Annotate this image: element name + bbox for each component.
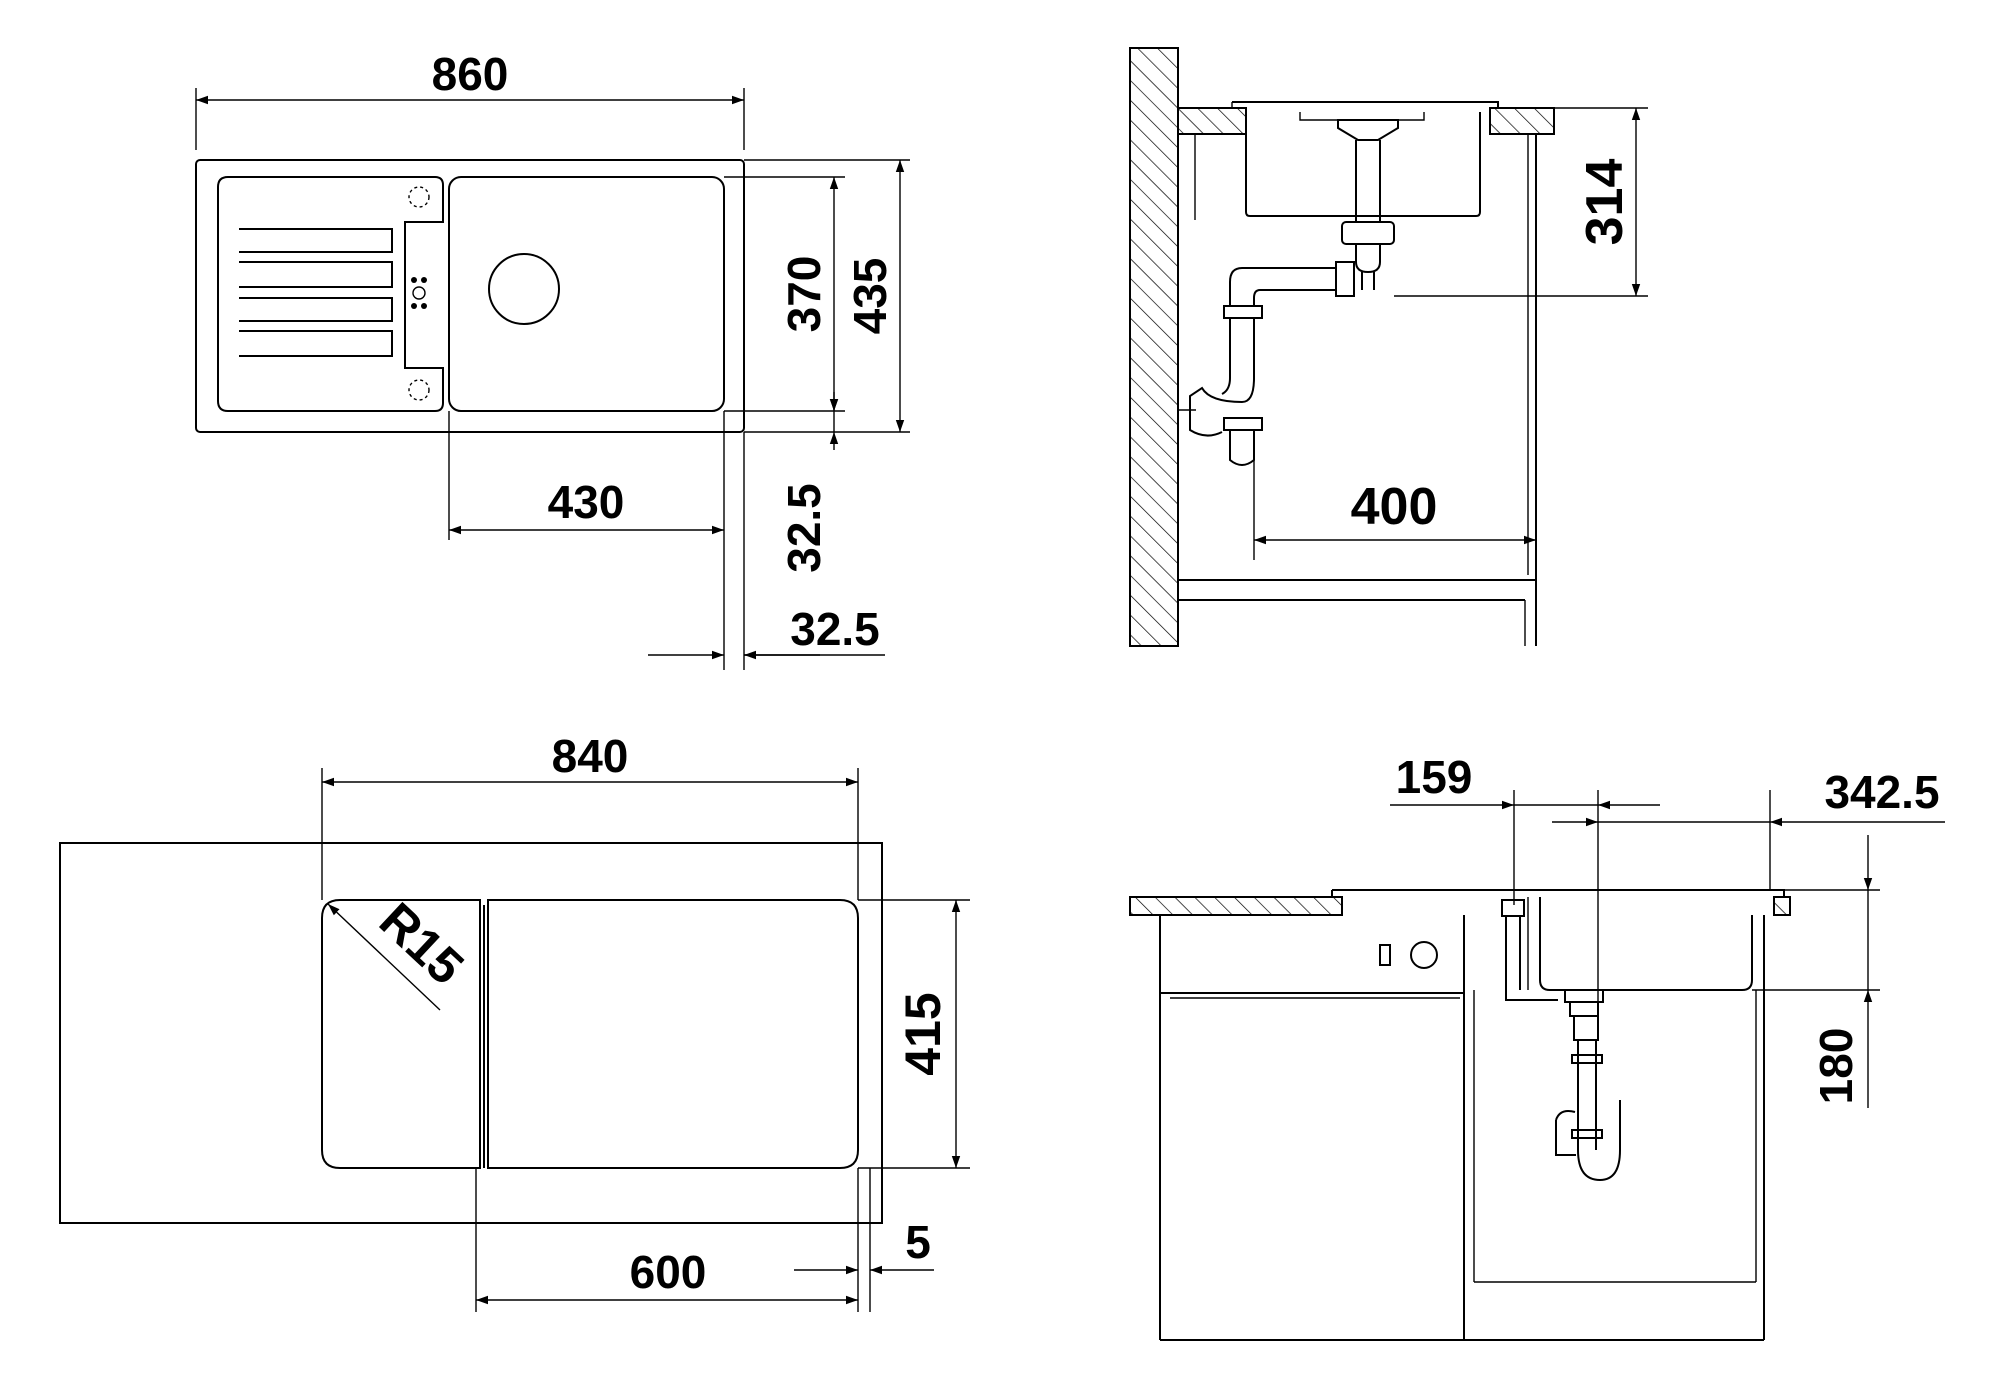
tap-hole-icon (408, 186, 430, 208)
countertop-right (1489, 107, 1555, 135)
side-view: 314 400 (1129, 47, 1648, 647)
front-view: 159 342.5 180 (1129, 751, 1945, 1341)
top-view: 860 370 435 430 32.5 32.5 (195, 48, 910, 670)
countertop-outline (59, 842, 883, 1224)
drainer-area (217, 176, 444, 412)
wall-hatch (1129, 47, 1179, 647)
dim-600-label: 600 (630, 1246, 707, 1298)
dim-860-label: 860 (432, 48, 509, 100)
tap-hole-icon (408, 379, 430, 401)
bowl-outline (448, 176, 725, 412)
countertop-left (1129, 896, 1343, 916)
dim-314-label: 314 (1576, 159, 1634, 246)
dim-32-5-vertical-label: 32.5 (778, 483, 830, 573)
countertop-right (1773, 896, 1791, 916)
sink-bowl (1539, 897, 1753, 991)
dim-400-label: 400 (1351, 478, 1438, 536)
dim-430-label: 430 (548, 476, 625, 528)
cutout-shape (321, 899, 481, 1169)
cutout-bowl (487, 899, 859, 1169)
dim-159-label: 159 (1396, 751, 1473, 803)
drainer-ribs (239, 228, 393, 357)
dim-415-label: 415 (895, 992, 951, 1075)
dim-435-label: 435 (844, 258, 896, 335)
overflow-icon (411, 277, 427, 309)
dim-180-label: 180 (1810, 1028, 1862, 1105)
dim-370-label: 370 (778, 256, 830, 333)
drain-pipe-assembly (1178, 119, 1399, 466)
appliance-controls-icon (1379, 941, 1438, 969)
sink-bowl (1245, 112, 1481, 217)
dim-840-label: 840 (552, 730, 629, 782)
drain-circle (488, 253, 560, 325)
cutout-view: 840 R15 415 600 5 (59, 730, 970, 1312)
dim-5-label: 5 (905, 1216, 931, 1268)
dim-r15-label: R15 (369, 892, 474, 996)
dim-342-5-label: 342.5 (1824, 766, 1939, 818)
drain-pipe-assembly (1501, 899, 1621, 1182)
dim-32-5-horizontal-label: 32.5 (790, 603, 880, 655)
sink-outline (195, 159, 745, 433)
sink-rim (1232, 101, 1499, 108)
countertop-left (1177, 107, 1247, 135)
sink-rim (1331, 889, 1785, 897)
